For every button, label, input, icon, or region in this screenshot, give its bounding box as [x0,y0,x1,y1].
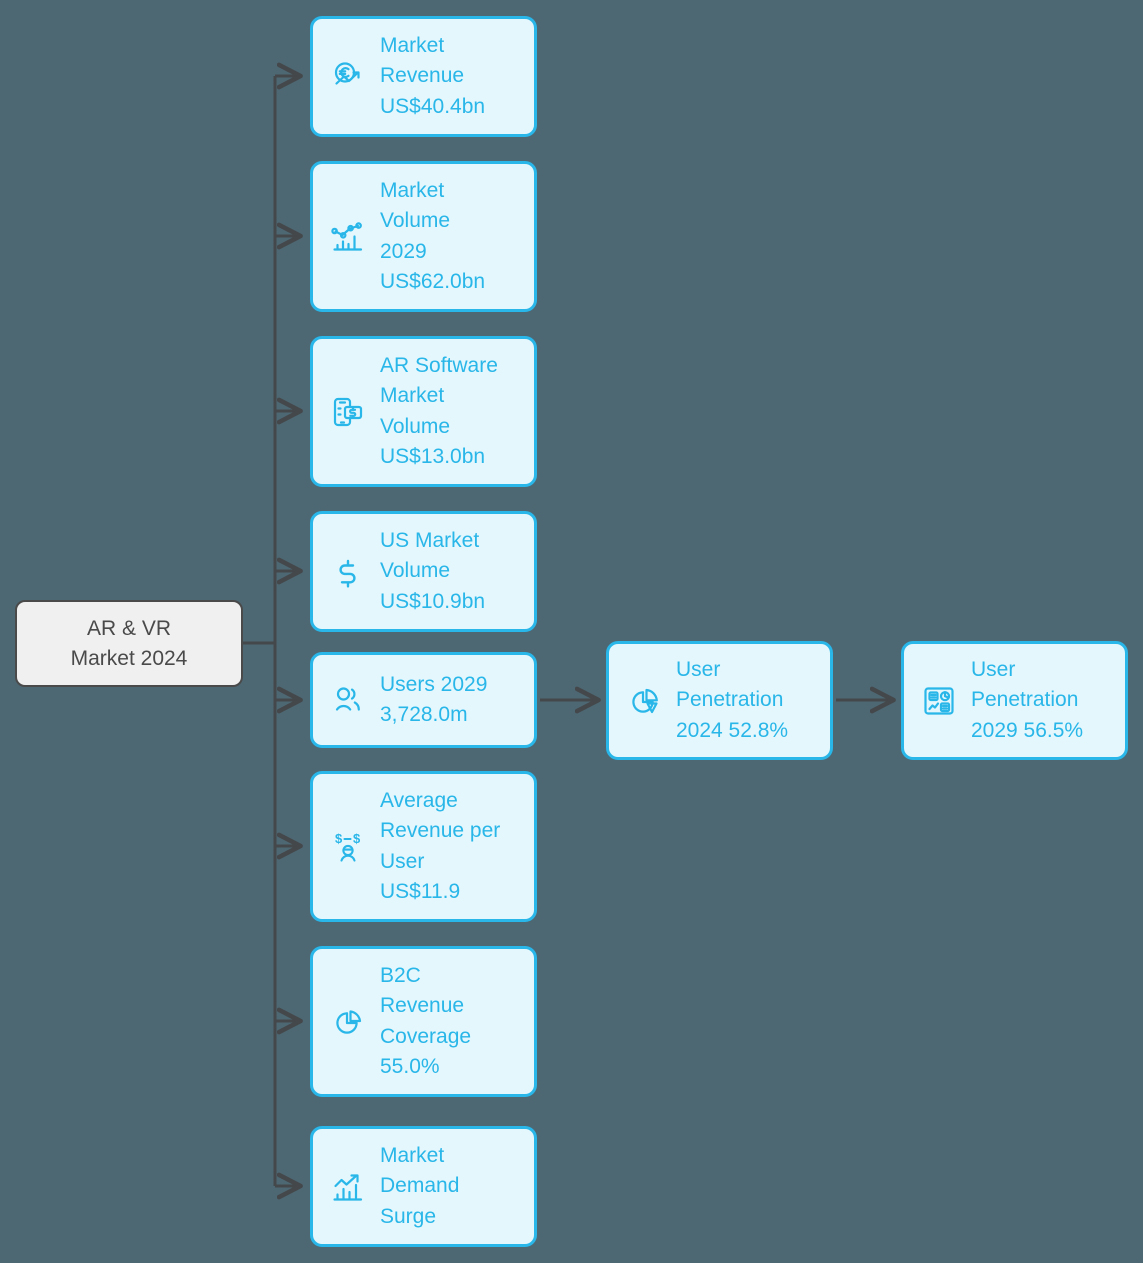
revenue-per-user-icon: $ $ [327,826,369,868]
node-average-revenue-per-user[interactable]: $ $ Average Revenue per User US$11.9 [310,771,537,922]
node-average-revenue-per-user-label: Average Revenue per User US$11.9 [380,789,501,903]
node-user-penetration-2029-label: User Penetration 2029 56.5% [971,658,1084,742]
node-ar-software-market-volume[interactable]: AR Software Market Volume US$13.0bn [310,336,537,487]
svg-text:$: $ [353,831,361,846]
node-market-volume-2029-label: Market Volume 2029 US$62.0bn [380,179,486,293]
node-user-penetration-2024[interactable]: User Penetration 2024 52.8% [606,641,833,760]
pie-chart-slice-icon [623,680,665,722]
node-user-penetration-2024-label: User Penetration 2024 52.8% [676,658,789,742]
node-b2c-revenue-coverage[interactable]: B2C Revenue Coverage 55.0% [310,946,537,1097]
line-bar-chart-icon [327,216,369,258]
svg-text:$: $ [335,831,343,846]
node-users-2029[interactable]: Users 2029 3,728.0m [310,652,537,748]
root-node-label: AR & VR Market 2024 [70,616,188,670]
node-market-revenue-label: Market Revenue US$40.4bn [380,34,486,118]
euro-magnifier-growth-icon [327,56,369,98]
node-market-demand-surge[interactable]: Market Demand Surge [310,1126,537,1247]
node-b2c-revenue-coverage-label: B2C Revenue Coverage 55.0% [380,964,472,1078]
node-market-demand-surge-label: Market Demand Surge [380,1144,460,1228]
node-market-revenue[interactable]: Market Revenue US$40.4bn [310,16,537,137]
node-us-market-volume-label: US Market Volume US$10.9bn [380,529,486,613]
mobile-payment-icon [327,391,369,433]
dashboard-icon [918,680,960,722]
node-user-penetration-2029[interactable]: User Penetration 2029 56.5% [901,641,1128,760]
root-node-ar-vr-market[interactable]: AR & VR Market 2024 [15,600,243,687]
node-users-2029-label: Users 2029 3,728.0m [380,672,488,726]
pie-chart-icon [327,1001,369,1043]
node-us-market-volume[interactable]: US Market Volume US$10.9bn [310,511,537,632]
bar-chart-growth-icon [327,1166,369,1208]
dollar-sign-icon [327,551,369,593]
node-ar-software-market-volume-label: AR Software Market Volume US$13.0bn [380,354,498,468]
node-market-volume-2029[interactable]: Market Volume 2029 US$62.0bn [310,161,537,312]
users-icon [327,679,369,721]
